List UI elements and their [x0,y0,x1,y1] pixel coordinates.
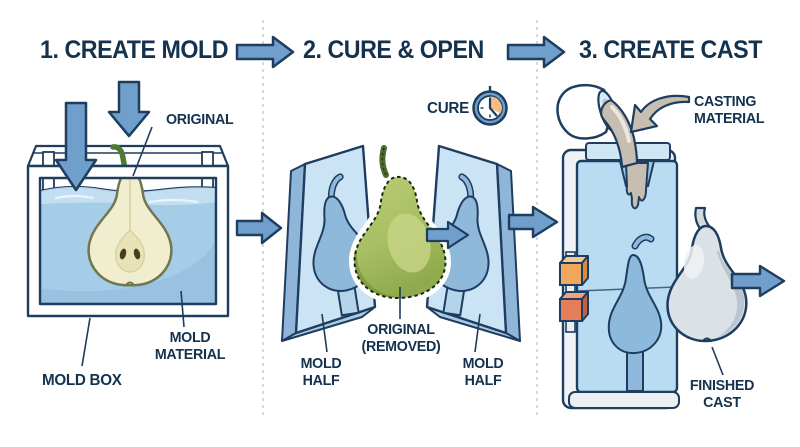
original-label: ORIGINAL [166,111,234,128]
clock-icon [472,86,508,126]
clamp-top [559,255,589,286]
mold-half-right-leader-line [474,313,481,353]
finished-cast-pear [666,206,748,343]
mold-material-leader-line [180,290,185,328]
cast-inside-mold [607,233,663,392]
panel-create-mold [26,80,230,367]
mold-box-label: MOLD BOX [42,372,122,389]
mold-half-left [281,144,377,342]
step1-to-step2-arrow-icon [235,35,295,69]
open-direction-arrow-icon [425,220,470,250]
mold-half-right [425,144,521,342]
pouring-cup [556,83,639,169]
mold-half-left-leader-line [321,313,328,353]
poured-casting-material [625,162,649,210]
mold-box-leader-line [81,317,91,367]
casting-material-label: CASTING MATERIAL [694,93,765,127]
mold-half-left-label: MOLD HALF [300,355,342,389]
mold-box-frame [26,164,230,318]
clamp-bottom [559,291,589,322]
step2-to-step3-arrow-icon [506,35,566,69]
finished-cast-label: FINISHED CAST [689,377,755,411]
step1-title: 1. CREATE MOLD [40,36,229,64]
original-removed-label: ORIGINAL (REMOVED) [361,321,441,355]
mold-material-label: MOLD MATERIAL [154,329,226,363]
step3-title: 3. CREATE CAST [579,36,762,64]
finished-cast-leader-line [711,346,724,376]
pear-seed [119,248,127,260]
closed-mold [561,142,680,410]
panel-create-cast [556,83,786,410]
pear-stem [379,145,389,178]
pour-stream [600,98,639,169]
mold-clamps [559,251,589,333]
press-down-arrow-center-icon [107,80,151,138]
panel1-to-panel2-arrow-icon [235,211,283,245]
pear-seed [133,248,141,260]
casting-material-arrow-icon [629,94,691,134]
original-pear [87,144,173,287]
mold-half-right-label: MOLD HALF [462,355,504,389]
removed-original-pear [349,142,451,304]
step2-title: 2. CURE & OPEN [303,36,484,64]
finished-cast-arrow-icon [730,264,786,298]
pear-core [114,228,146,273]
cure-label: CURE [427,100,469,117]
panel2-to-panel3-arrow-icon [507,205,559,239]
original-leader-line [132,126,153,177]
press-down-arrow-left-icon [54,101,98,192]
mold-base [568,391,680,409]
panel-cure-open [281,86,521,353]
